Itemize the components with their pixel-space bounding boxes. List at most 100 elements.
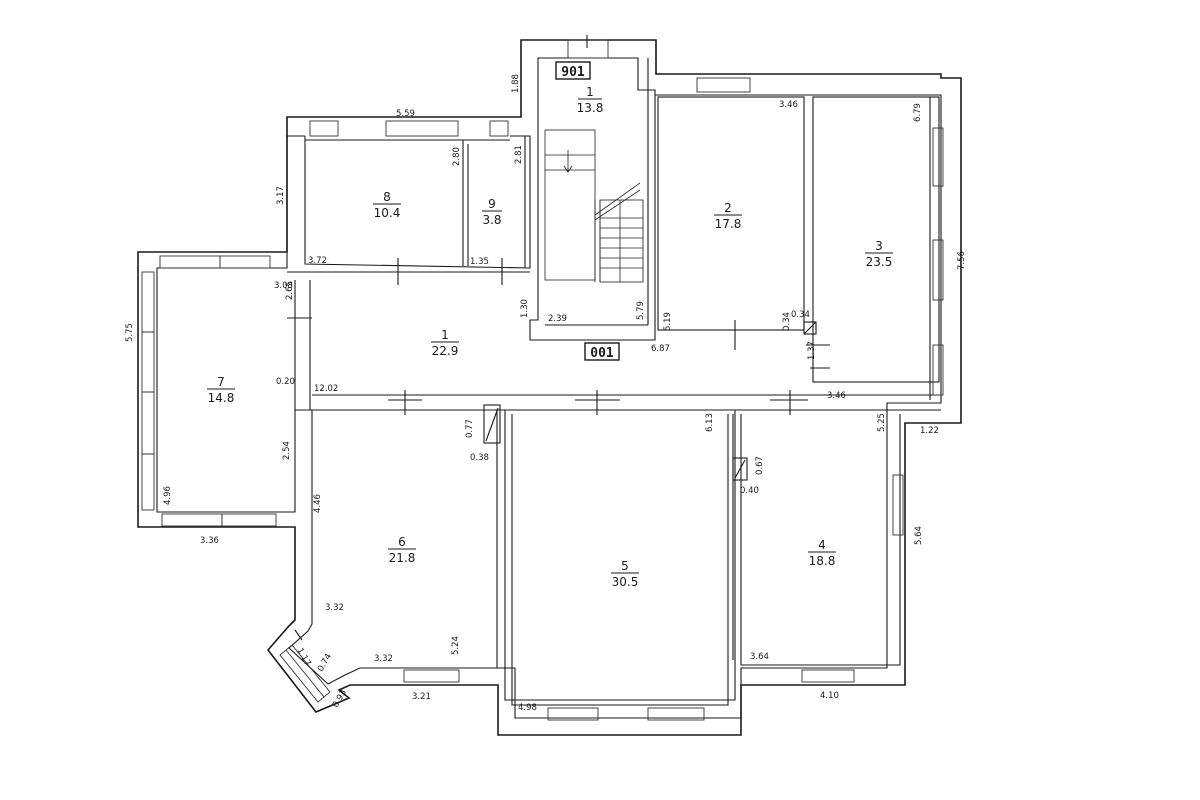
window-room8-top-a	[309, 120, 339, 137]
dim-label: 0.20	[276, 377, 295, 387]
room-number: 8	[383, 190, 391, 204]
window-room5-bottom-a	[547, 707, 599, 721]
stair-diagonal	[594, 182, 641, 216]
room-area: 10.4	[374, 206, 401, 220]
dim-label: 1.35	[470, 257, 489, 267]
dim-label: 7.56	[957, 251, 967, 270]
wall-room4	[740, 414, 901, 666]
stair-treads	[599, 199, 644, 283]
outer-boundary	[137, 39, 962, 736]
window-room7-top	[159, 255, 221, 269]
room-label-8: 8 10.4	[373, 190, 401, 220]
dim-label: 5.19	[663, 312, 673, 331]
room-label-6: 6 21.8	[388, 535, 416, 565]
wall-stair-left	[529, 58, 656, 341]
dim-label: 3.72	[308, 256, 327, 266]
dim-label: 3.17	[276, 186, 286, 205]
wall-room5	[504, 410, 736, 701]
room-area: 21.8	[389, 551, 416, 565]
dim-label: 5.64	[914, 526, 924, 545]
window-room7-top-b	[219, 255, 271, 269]
dim-label: 3.36	[200, 536, 219, 546]
dim-label: 1.88	[511, 74, 521, 93]
room-label-7: 7 14.8	[207, 375, 235, 405]
room-number: 2	[724, 201, 732, 215]
room-area: 22.9	[432, 344, 459, 358]
room-area: 14.8	[208, 391, 235, 405]
room-number: 5	[621, 559, 629, 573]
dim-label: 6.79	[913, 103, 923, 122]
dim-label: 2.80	[452, 147, 462, 166]
dim-label: 12.02	[314, 384, 338, 394]
window-room6-bottom	[403, 669, 460, 683]
window-room5-bottom-b	[647, 707, 705, 721]
dim-label: 0.40	[740, 486, 759, 496]
dim-label: 1.37	[807, 341, 817, 360]
dim-label: 2.81	[514, 145, 524, 164]
dim-label: 3.32	[325, 603, 344, 613]
dim-label: 3.08	[274, 281, 293, 291]
door-ticks	[287, 35, 830, 641]
room-number: 4	[818, 538, 826, 552]
shaft-markers	[483, 321, 817, 481]
staircase	[544, 129, 644, 283]
dim-label: 0.34	[782, 312, 792, 331]
interior-walls	[287, 58, 941, 706]
shaft-marker-2	[483, 404, 501, 444]
room-number: 9	[488, 197, 496, 211]
dim-label: 2.39	[548, 314, 567, 324]
dim-label: 6.87	[651, 344, 670, 354]
room-number: 3	[875, 239, 883, 253]
dim-label: 4.98	[518, 703, 537, 713]
window-room8-top-b	[385, 120, 459, 137]
room-number: 6	[398, 535, 406, 549]
room-area: 30.5	[612, 575, 639, 589]
dimension-labels: 5.59 3.46 3.72 1.35 3.08 2.39 6.87 0.20 …	[125, 74, 967, 713]
room-area: 23.5	[866, 255, 893, 269]
shaft-marker-3	[732, 457, 748, 481]
window-room3-right-b	[932, 239, 944, 301]
room-area: 18.8	[809, 554, 836, 568]
wall-room3	[812, 96, 940, 383]
dim-label: 5.59	[396, 109, 415, 119]
room-labels: 1 13.8 2 17.8 3 23.5 1 22.9 8 10.4	[207, 85, 893, 589]
stair-arrowhead	[563, 165, 573, 173]
windows	[141, 39, 944, 721]
room-label-corridor: 1 22.9	[431, 328, 459, 358]
window-room7-left-b	[141, 331, 155, 393]
dim-label: 5.79	[636, 301, 646, 320]
dim-label: 2.54	[282, 441, 292, 460]
dim-label: 6.13	[705, 413, 715, 432]
room-number: 7	[217, 375, 225, 389]
dim-label: 5.75	[125, 323, 135, 342]
room-label-4: 4 18.8	[808, 538, 836, 568]
window-room7-left-c	[141, 391, 155, 455]
stamp-901: 901	[555, 61, 591, 80]
window-room7-bottom-b	[221, 513, 277, 527]
dim-label: 4.46	[313, 494, 323, 513]
inner-boundary	[156, 57, 942, 719]
dim-label: 1.17	[294, 647, 312, 668]
outer-walls	[137, 39, 962, 736]
room-label-stair: 1 13.8	[577, 85, 604, 115]
window-room9-top	[489, 120, 509, 137]
window-room3-right-a	[932, 127, 944, 187]
stamp-001: 001	[584, 342, 620, 361]
stair-diagonal-b	[594, 189, 641, 221]
room-label-2: 2 17.8	[714, 201, 742, 231]
room-label-9: 9 3.8	[482, 197, 502, 227]
window-room7-left-a	[141, 271, 155, 333]
window-stair-top	[567, 39, 609, 59]
room-label-5: 5 30.5	[611, 559, 639, 589]
wall-room5-outer	[511, 414, 729, 706]
dim-label: 3.32	[374, 654, 393, 664]
window-room7-left-d	[141, 453, 155, 511]
room-area: 17.8	[715, 217, 742, 231]
window-room4-bottom	[801, 669, 855, 683]
window-room3-right-c	[932, 344, 944, 396]
dim-label: 3.64	[750, 652, 769, 662]
window-bay-inner	[285, 649, 325, 698]
stamp-901-text: 901	[561, 65, 585, 80]
dim-label: 3.46	[827, 391, 846, 401]
